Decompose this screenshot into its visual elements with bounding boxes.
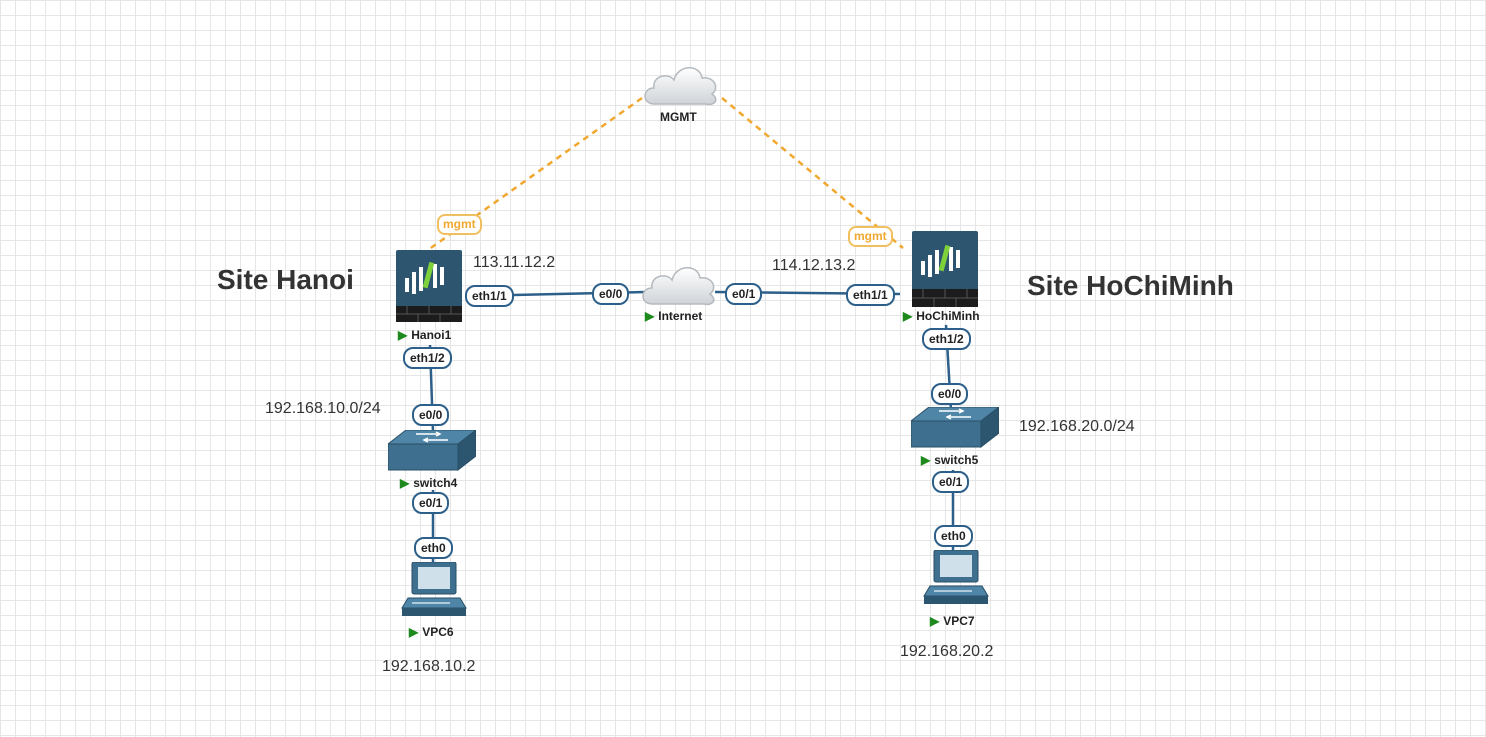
running-indicator-icon: ▶: [409, 625, 419, 639]
running-indicator-icon: ▶: [930, 614, 940, 628]
hanoi-eth1-2-interface[interactable]: eth1/2: [403, 347, 452, 369]
switch5-name: switch5: [934, 453, 979, 467]
switch5-e0-1-interface[interactable]: e0/1: [932, 471, 970, 493]
switch4-e0-1-interface[interactable]: e0/1: [412, 492, 450, 514]
vpc6-computer-icon[interactable]: [400, 562, 468, 618]
switch4-label: ▶switch4: [400, 476, 457, 490]
internet-cloud-icon[interactable]: [638, 258, 720, 308]
hanoi-name: Hanoi1: [411, 328, 452, 342]
hochiminh-lan-network: 192.168.20.0/24: [1019, 418, 1135, 435]
mgmt-cloud-icon[interactable]: [640, 58, 722, 108]
mgmt-label: MGMT: [660, 110, 697, 124]
running-indicator-icon: ▶: [903, 309, 913, 323]
vpc6-label: ▶VPC6: [409, 625, 454, 639]
hochiminh-label: ▶HoChiMinh: [903, 309, 980, 323]
hochiminh-name: HoChiMinh: [916, 309, 980, 323]
switch5-icon[interactable]: [911, 407, 999, 449]
switch5-e0-0-interface[interactable]: e0/0: [931, 383, 969, 405]
internet-name: Internet: [658, 309, 703, 323]
switch5-label: ▶switch5: [921, 453, 978, 467]
switch4-e0-0-interface[interactable]: e0/0: [412, 404, 450, 426]
vpc7-label: ▶VPC7: [930, 614, 975, 628]
site-hochiminh-title: Site HoChiMinh: [1027, 270, 1234, 301]
hanoi-firewall-icon[interactable]: [396, 250, 462, 322]
hochiminh-mgmt-interface[interactable]: mgmt: [848, 226, 893, 247]
internet-e0-0-interface[interactable]: e0/0: [592, 283, 630, 305]
vpc7-ip: 192.168.20.2: [900, 643, 994, 660]
vpc7-eth0-interface[interactable]: eth0: [934, 525, 973, 547]
running-indicator-icon: ▶: [400, 476, 410, 490]
running-indicator-icon: ▶: [398, 328, 408, 342]
hanoi-lan-network: 192.168.10.0/24: [265, 400, 381, 417]
hochiminh-wan-ip: 114.12.13.2: [772, 257, 856, 274]
hochiminh-eth1-1-interface[interactable]: eth1/1: [846, 284, 895, 306]
vpc7-computer-icon[interactable]: [922, 550, 990, 606]
hanoi-eth1-1-interface[interactable]: eth1/1: [465, 285, 514, 307]
hanoi-wan-ip: 113.11.12.2: [473, 254, 556, 271]
switch4-name: switch4: [413, 476, 458, 490]
switch4-icon[interactable]: [388, 430, 476, 472]
running-indicator-icon: ▶: [645, 309, 655, 323]
internet-e0-1-interface[interactable]: e0/1: [725, 283, 763, 305]
hochiminh-eth1-2-interface[interactable]: eth1/2: [922, 328, 971, 350]
hanoi-label: ▶Hanoi1: [398, 328, 451, 342]
vpc6-ip: 192.168.10.2: [382, 658, 476, 675]
vpc6-eth0-interface[interactable]: eth0: [414, 537, 453, 559]
hanoi-mgmt-interface[interactable]: mgmt: [437, 214, 482, 235]
hochiminh-firewall-icon[interactable]: [912, 231, 978, 307]
vpc7-name: VPC7: [943, 614, 975, 628]
internet-label: ▶Internet: [645, 309, 702, 323]
vpc6-name: VPC6: [422, 625, 454, 639]
site-hanoi-title: Site Hanoi: [217, 264, 354, 295]
running-indicator-icon: ▶: [921, 453, 931, 467]
